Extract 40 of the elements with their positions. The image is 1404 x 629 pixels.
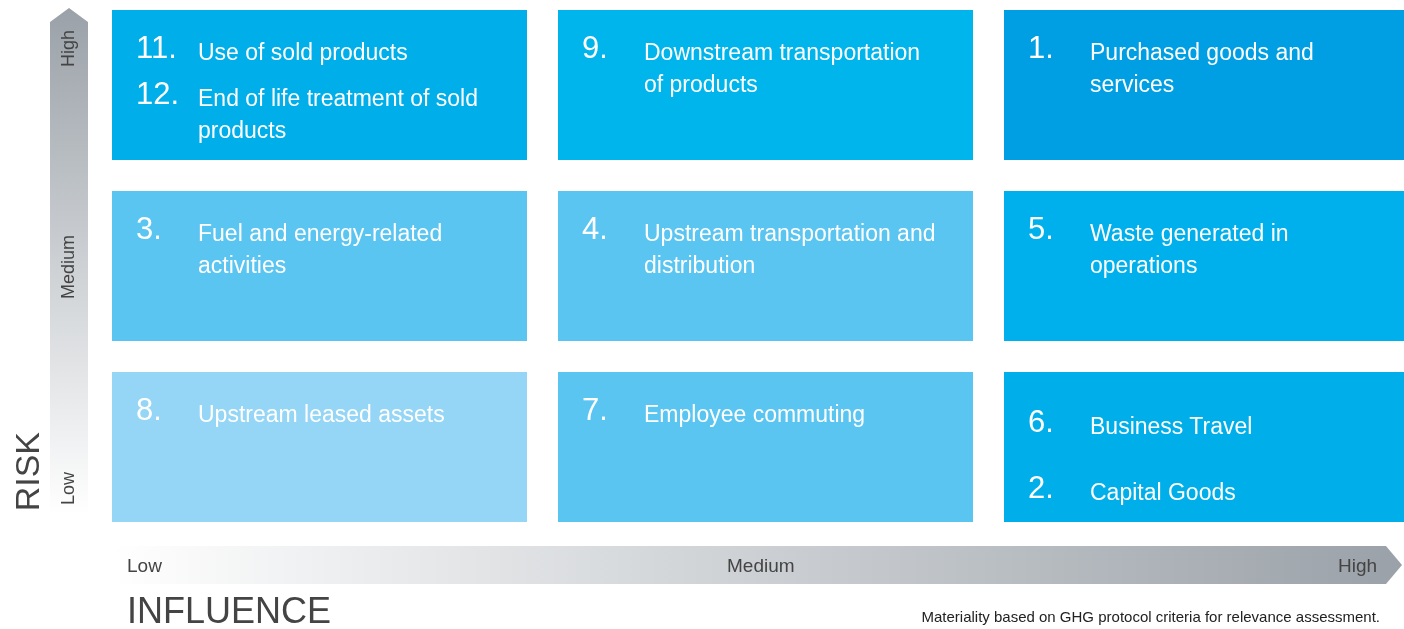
category-number: 12.	[136, 78, 181, 110]
axis-title: RISK	[8, 432, 47, 512]
category-tile	[112, 10, 527, 160]
category-number: 1.	[1028, 32, 1055, 64]
category-name: Business Travel	[1090, 412, 1254, 441]
axis-label: Medium	[58, 235, 79, 300]
category-tile	[112, 372, 527, 522]
category-tile	[558, 191, 973, 341]
category-name: Purchased goods and services	[1090, 38, 1315, 99]
category-number: 3.	[136, 213, 163, 245]
category-number: 6.	[1028, 406, 1055, 438]
category-name: End of life treatment of sold products	[198, 84, 479, 145]
axis-label: High	[58, 30, 79, 68]
category-name: Upstream transportation and distribution	[644, 219, 937, 280]
axis-label: Medium	[727, 555, 795, 577]
category-tile	[1004, 372, 1404, 522]
axis-label: Low	[127, 555, 162, 577]
category-name: Fuel and energy-related activities	[198, 219, 444, 280]
category-number: 4.	[582, 213, 609, 245]
axis-title: INFLUENCE	[127, 590, 332, 629]
category-tile	[1004, 10, 1404, 160]
category-tile	[558, 10, 973, 160]
category-name: Upstream leased assets	[198, 400, 446, 429]
category-name: Capital Goods	[1090, 478, 1237, 507]
caption: Materiality based on GHG protocol criteria for relevance assessment.	[921, 608, 1380, 625]
category-number: 7.	[582, 394, 609, 426]
category-number: 2.	[1028, 472, 1055, 504]
category-tile	[112, 191, 527, 341]
category-number: 5.	[1028, 213, 1055, 245]
category-name: Waste generated in operations	[1090, 219, 1290, 280]
category-name: Employee commuting	[644, 400, 867, 429]
category-number: 9.	[582, 32, 609, 64]
category-number: 8.	[136, 394, 163, 426]
axis-label: Low	[58, 472, 79, 506]
category-name: Use of sold products	[198, 38, 409, 67]
category-number: 11.	[136, 32, 178, 64]
category-name: Downstream transportation of products	[644, 38, 922, 99]
axis-label: High	[1338, 555, 1378, 577]
category-tile	[558, 372, 973, 522]
category-tile	[1004, 191, 1404, 341]
